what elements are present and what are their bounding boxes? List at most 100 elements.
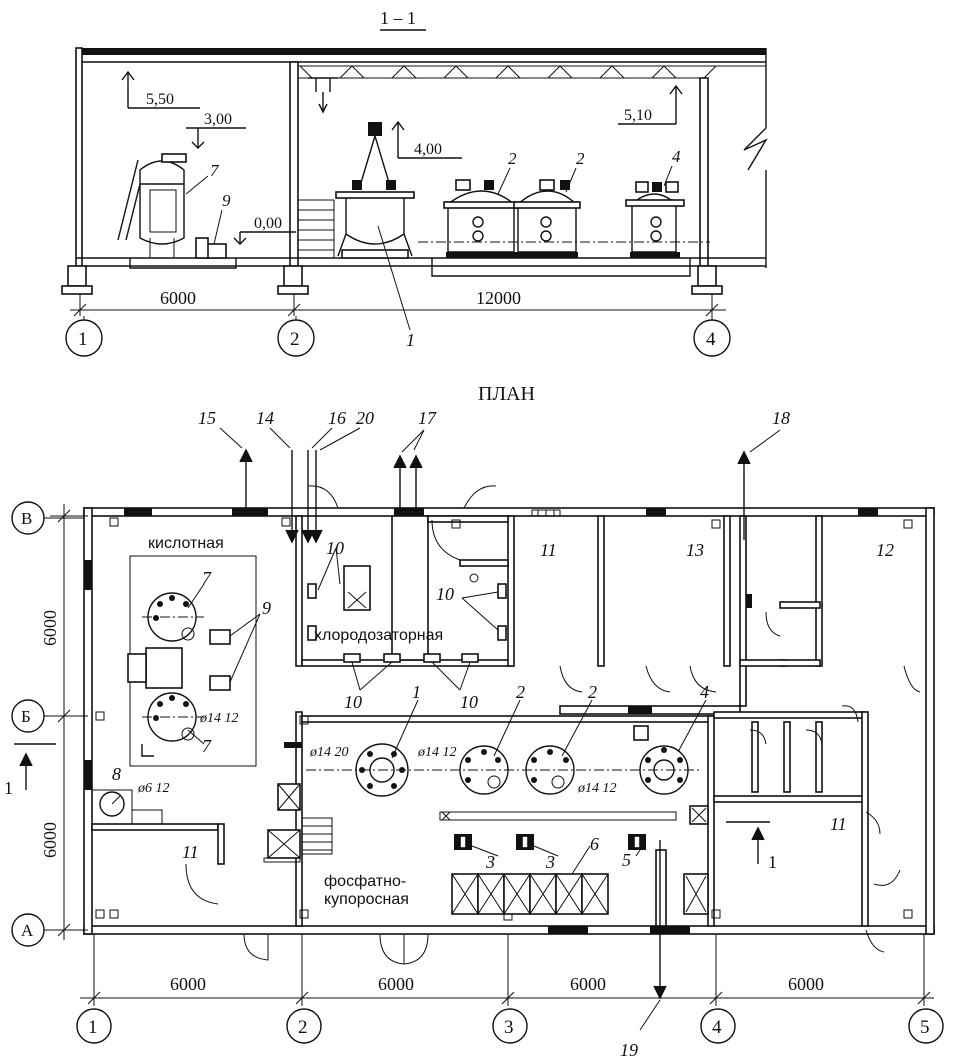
dissolver-1-plan [355, 743, 409, 797]
room-label-phosphate-2: купоросная [324, 891, 409, 908]
section-view: 1 – 1 [61, 8, 768, 357]
diam-tank-8: ø6 12 [137, 781, 170, 796]
callout-2a: 2 [508, 149, 517, 168]
diam-acid-tank: ø14 12 [199, 711, 239, 726]
callout-1: 1 [412, 682, 421, 702]
callout-18: 18 [772, 408, 790, 428]
tank-2b-plan [525, 745, 575, 795]
dim-h-1: 6000 [170, 974, 206, 994]
dim-12000: 12000 [476, 288, 521, 308]
col-axis-1: 1 [88, 1017, 98, 1038]
column-axis-2 [289, 61, 299, 269]
interior-walls [91, 515, 869, 927]
dim-h-4: 6000 [788, 974, 824, 994]
callout-11b: 11 [182, 842, 199, 862]
pump-9b [209, 675, 231, 691]
callout-16: 16 [328, 408, 346, 428]
diam-tank-4: ø14 12 [577, 781, 617, 796]
dissolver-1 [335, 122, 415, 259]
column-markers [95, 517, 913, 921]
row-axis-bubbles [11, 501, 84, 947]
tank-2a-plan [459, 745, 509, 795]
callout-12: 12 [876, 540, 894, 560]
callout-11a: 11 [540, 540, 557, 560]
callout-5: 5 [622, 850, 631, 870]
callout-15: 15 [198, 408, 216, 428]
callout-10d: 10 [460, 692, 478, 712]
dim-v-1: 6000 [40, 610, 60, 646]
col-axis-5: 5 [920, 1017, 930, 1038]
callout-6: 6 [590, 834, 599, 854]
acid-tank-7b [142, 692, 204, 742]
phosphate-equipment [284, 725, 709, 927]
acid-tank-7a [142, 592, 204, 642]
callout-9: 9 [262, 598, 271, 618]
acid-tank-7 [117, 153, 187, 258]
col-axis-4: 4 [712, 1017, 722, 1038]
elevation-3-00: 3,00 [204, 111, 232, 128]
col-axis-2: 2 [298, 1017, 308, 1038]
section-mark-left: 1 [4, 778, 13, 798]
callout-13: 13 [686, 540, 704, 560]
dim-6000: 6000 [160, 288, 196, 308]
elevation-5-10: 5,10 [624, 107, 652, 124]
tank-4-plan [639, 745, 689, 795]
callout-2b: 2 [576, 149, 585, 168]
dim-h-2: 6000 [378, 974, 414, 994]
plan-dimensions-vertical [50, 504, 88, 940]
column-axis-1 [75, 47, 83, 269]
callout-11c: 11 [830, 814, 847, 834]
crane-hook-icon [308, 77, 338, 114]
callout-3a: 3 [485, 852, 495, 872]
callout-4: 4 [672, 147, 681, 166]
col-axis-bubbles [76, 1008, 944, 1044]
tank-2b [513, 179, 581, 258]
row-axis-b: Б [21, 707, 31, 726]
elevation-0-00: 0,00 [254, 215, 282, 232]
callout-10a: 10 [326, 538, 344, 558]
crates-near-axis-2 [263, 783, 333, 863]
callout-8: 8 [112, 764, 121, 784]
roof-slab [76, 48, 766, 55]
plan-dimensions-horizontal [80, 934, 934, 1006]
callout-17: 17 [418, 408, 437, 428]
callout-3b: 3 [545, 852, 555, 872]
plan-title: ПЛАН [478, 383, 535, 405]
item-leaders [111, 547, 707, 875]
column-axis-4 [699, 77, 709, 269]
diam-tank-2: ø14 12 [417, 745, 457, 760]
door-swings [185, 485, 921, 965]
callout-10b: 10 [436, 584, 454, 604]
callout-4: 4 [700, 682, 709, 702]
elevation-4-00: 4,00 [414, 141, 442, 158]
break-line [743, 127, 768, 171]
section-axis-4: 4 [706, 329, 716, 350]
row-axis-B: В [21, 509, 32, 528]
section-title: 1 – 1 [380, 8, 416, 28]
tank-2a [443, 179, 519, 258]
callout-2b: 2 [588, 682, 597, 702]
callout-1: 1 [406, 330, 415, 350]
pump-9a [209, 629, 231, 645]
section-cut-marks [14, 743, 770, 864]
dim-h-3: 6000 [570, 974, 606, 994]
callout-14: 14 [256, 408, 274, 428]
acid-pump-block [145, 647, 183, 689]
callout-leaders [219, 427, 781, 1031]
tank-4 [625, 181, 685, 258]
callout-7: 7 [210, 161, 220, 180]
callout-7b: 7 [202, 736, 212, 756]
room-label-phosphate-1: фосфатно- [324, 873, 406, 890]
row-axis-A: А [21, 921, 34, 940]
diam-dissolver: ø14 20 [309, 745, 349, 760]
room-label-chlorine: хлородозаторная [314, 627, 443, 644]
steps [297, 199, 335, 259]
dim-v-2: 6000 [40, 822, 60, 858]
callout-20: 20 [356, 408, 374, 428]
section-axis-2: 2 [290, 329, 300, 350]
section-dimensions [70, 294, 726, 317]
section-axis-bubbles [65, 316, 731, 357]
tank-8 [91, 789, 163, 825]
chlorinators [307, 565, 507, 663]
